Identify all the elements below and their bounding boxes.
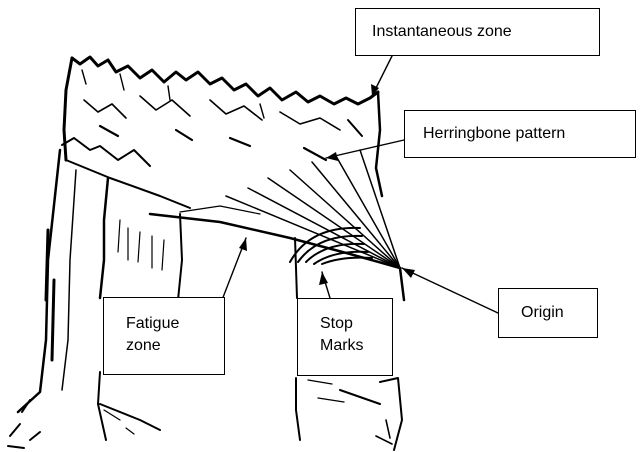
- instantaneous-zone-label: Instantaneous zone: [372, 21, 599, 43]
- fatigue-zone-callout: Fatigue zone: [103, 297, 225, 375]
- instantaneous-zone-leader: [371, 56, 392, 96]
- fatigue-zone-label-line2: zone: [126, 335, 224, 357]
- origin-callout: Origin: [498, 288, 598, 338]
- stop-marks-callout: Stop Marks: [297, 298, 393, 376]
- herringbone-pattern-callout: Herringbone pattern: [404, 110, 636, 158]
- herringbone-pattern-lines: [226, 150, 400, 268]
- origin-label: Origin: [521, 302, 597, 324]
- fatigue-zone-label-line1: Fatigue: [126, 313, 224, 335]
- fatigue-zone-surface: [150, 206, 400, 268]
- stop-marks-label-line2: Marks: [320, 335, 392, 357]
- instantaneous-zone-callout: Instantaneous zone: [355, 8, 600, 56]
- fatigue-zone-leader: [222, 238, 247, 300]
- instantaneous-zone-surface: [62, 57, 382, 208]
- origin-leader: [402, 268, 498, 313]
- stop-marks-leader: [319, 272, 330, 298]
- stop-marks-label-line1: Stop: [320, 313, 392, 335]
- herringbone-pattern-label: Herringbone pattern: [423, 123, 635, 145]
